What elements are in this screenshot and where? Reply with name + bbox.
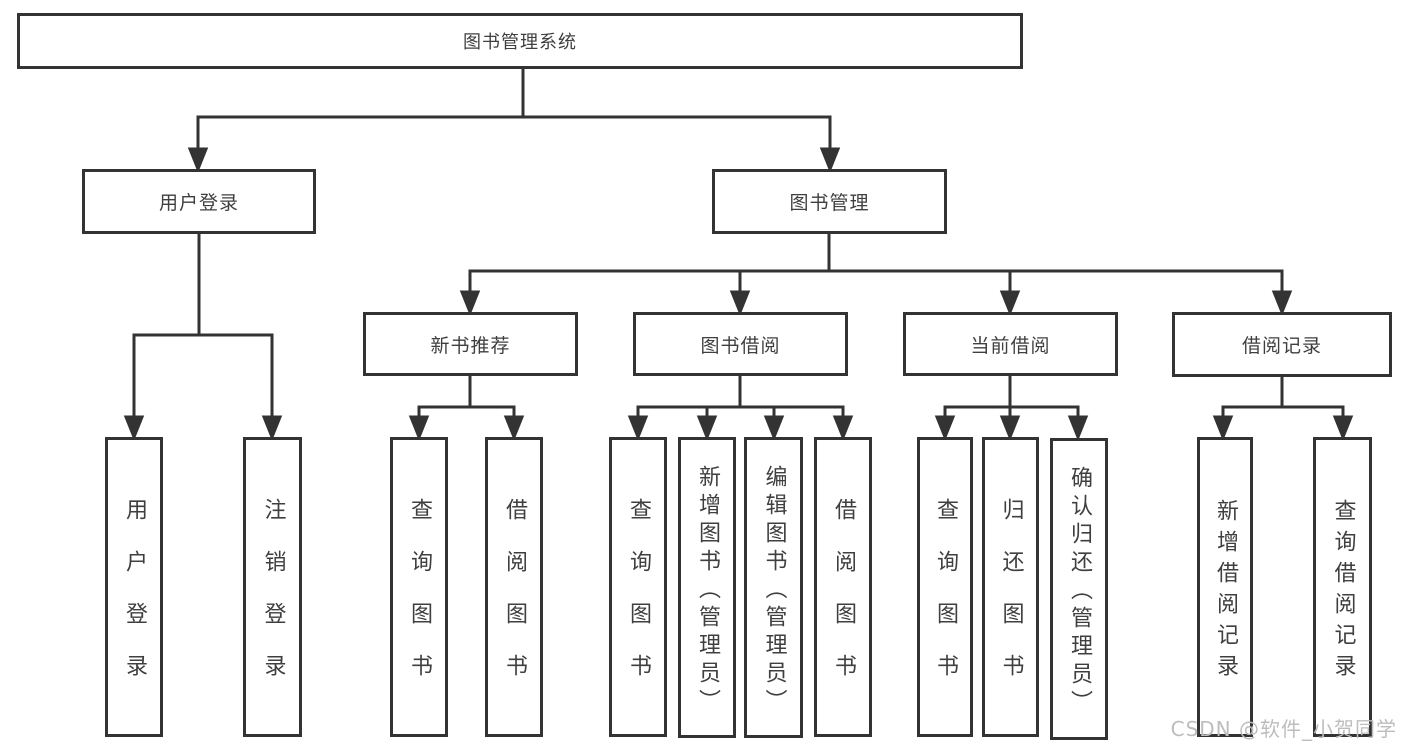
connector-new-book-children: [408, 373, 525, 442]
connector-borrow-records-children: [1212, 375, 1354, 442]
leaf-user-login: 用户登录: [105, 437, 163, 737]
leaf-nb-query-books: 查询图书: [390, 437, 448, 737]
leaf-br-query-borrow-record: 查询借阅记录: [1313, 437, 1372, 737]
connector-current-borrow-children: [934, 373, 1089, 442]
node-user-login-label: 用户登录: [158, 192, 239, 214]
leaf-cb-query-books-label: 查询图书: [933, 498, 958, 706]
leaf-bb-borrow-books: 借阅图书: [814, 437, 872, 737]
leaf-bb-edit-books-admin-label: 编辑图书（管理员）: [761, 464, 787, 717]
node-book-management: 图书管理: [712, 169, 947, 234]
node-borrow-records-label: 借阅记录: [1241, 335, 1322, 357]
node-new-book-recommend: 新书推荐: [363, 312, 578, 376]
node-new-book-recommend-label: 新书推荐: [430, 334, 511, 357]
leaf-bb-add-books-admin: 新增图书（管理员）: [678, 437, 736, 738]
leaf-logout: 注销登录: [243, 437, 302, 737]
leaf-cb-confirm-return-admin: 确认归还（管理员）: [1050, 438, 1108, 740]
connector-book-management-children: [459, 231, 1293, 317]
leaf-br-query-borrow-record-label: 查询借阅记录: [1330, 498, 1356, 685]
node-book-borrow-label: 图书借阅: [700, 334, 781, 357]
node-borrow-records: 借阅记录: [1172, 312, 1392, 377]
leaf-cb-confirm-return-admin-label: 确认归还（管理员）: [1067, 466, 1092, 718]
node-root-library-system: 图书管理系统: [17, 13, 1023, 69]
node-user-login: 用户登录: [82, 169, 316, 234]
leaf-nb-query-books-label: 查询图书: [407, 498, 432, 706]
node-current-borrow-label: 当前借阅: [970, 334, 1051, 357]
csdn-watermark: CSDN @软件_小贺同学: [1170, 717, 1397, 741]
leaf-bb-edit-books-admin: 编辑图书（管理员）: [744, 437, 803, 738]
node-book-borrow: 图书借阅: [633, 312, 848, 376]
connector-book-borrow-children: [627, 373, 854, 442]
leaf-nb-borrow-books: 借阅图书: [485, 437, 543, 737]
leaf-nb-borrow-books-label: 借阅图书: [502, 498, 527, 706]
connector-user-login-children: [123, 231, 283, 442]
leaf-cb-return-books: 归还图书: [982, 437, 1039, 737]
leaf-bb-query-books: 查询图书: [609, 437, 667, 737]
leaf-br-add-borrow-record: 新增借阅记录: [1197, 437, 1253, 737]
leaf-logout-label: 注销登录: [260, 498, 286, 706]
leaf-bb-add-books-admin-label: 新增图书（管理员）: [695, 464, 720, 717]
node-current-borrow: 当前借阅: [903, 312, 1118, 376]
leaf-cb-query-books: 查询图书: [917, 437, 973, 737]
node-root-label: 图书管理系统: [463, 32, 577, 53]
leaf-cb-return-books-label: 归还图书: [998, 498, 1024, 706]
leaf-bb-query-books-label: 查询图书: [626, 498, 651, 706]
node-book-management-label: 图书管理: [789, 192, 870, 214]
leaf-bb-borrow-books-label: 借阅图书: [831, 498, 856, 706]
leaf-br-add-borrow-record-label: 新增借阅记录: [1213, 498, 1238, 685]
connector-root-to-level2: [187, 66, 841, 174]
leaf-user-login-label: 用户登录: [122, 498, 147, 706]
